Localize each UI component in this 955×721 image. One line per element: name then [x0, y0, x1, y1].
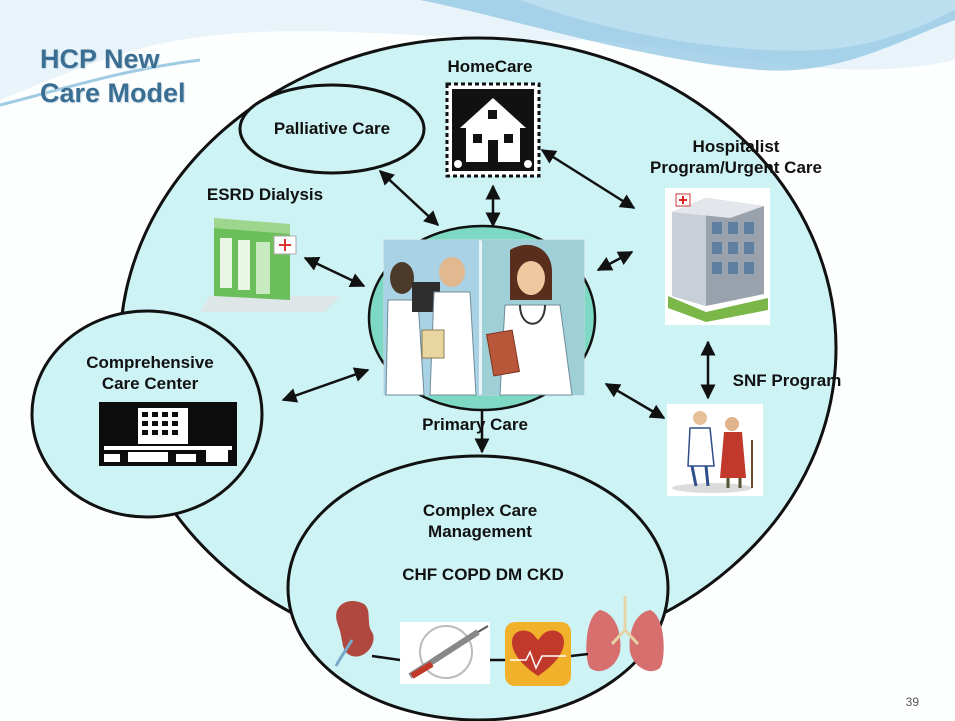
link-heart-lungs	[570, 652, 589, 658]
complex-care-line-1: Complex Care	[422, 501, 538, 520]
palliative-care-ellipse	[238, 83, 426, 175]
comprehensive-care-label: Comprehensive Care Center	[70, 352, 230, 394]
complex-care-line-2: Management	[428, 522, 532, 541]
connectors	[281, 148, 716, 662]
snf-program-label: SNF Program	[732, 371, 842, 390]
heart-icon	[505, 622, 571, 686]
palliative-care-label: Palliative Care	[273, 119, 391, 138]
homecare-label: HomeCare	[447, 57, 533, 76]
complex-care-circle	[286, 454, 670, 721]
arrow-homecare-hospitalist	[540, 148, 636, 210]
arrow-hospitalist-primary	[596, 250, 634, 272]
link-kidney-syringe	[371, 654, 401, 662]
house-icon	[445, 82, 541, 178]
hospitalist-label: Hospitalist Program/Urgent Care	[616, 136, 856, 178]
hospitalist-label-line-2: Program/Urgent Care	[650, 158, 822, 177]
doctors-icon	[383, 239, 585, 396]
arrow-palliative-primary	[378, 169, 440, 227]
hospitalist-label-line-1: Hospitalist	[692, 137, 780, 156]
comprehensive-label-line-2: Care Center	[101, 374, 199, 393]
title-line-1: HCP New	[40, 44, 160, 74]
arrow-primary-snf	[604, 382, 666, 420]
lungs-icon	[586, 596, 664, 672]
arrow-esrd-primary	[303, 256, 366, 288]
elderly-patient-icon	[667, 404, 763, 496]
kidney-icon	[334, 600, 374, 667]
slide-title: HCP New Care Model	[40, 42, 186, 110]
page-number: 39	[905, 695, 919, 709]
primary-care-label: Primary Care	[422, 415, 528, 434]
esrd-dialysis-label: ESRD Dialysis	[206, 185, 324, 204]
header-wave	[0, 0, 955, 107]
comprehensive-label-line-1: Comprehensive	[86, 353, 214, 372]
arrow-comprehensive-primary	[281, 367, 370, 403]
conditions-label: CHF COPD DM CKD	[402, 565, 564, 584]
title-line-2: Care Model	[40, 78, 186, 108]
dialysis-clinic-icon	[200, 218, 340, 312]
hospital-building-icon	[665, 188, 770, 325]
complex-care-label: Complex Care Management	[400, 500, 560, 542]
syringe-icon	[400, 622, 490, 684]
care-center-building-icon	[99, 402, 237, 466]
